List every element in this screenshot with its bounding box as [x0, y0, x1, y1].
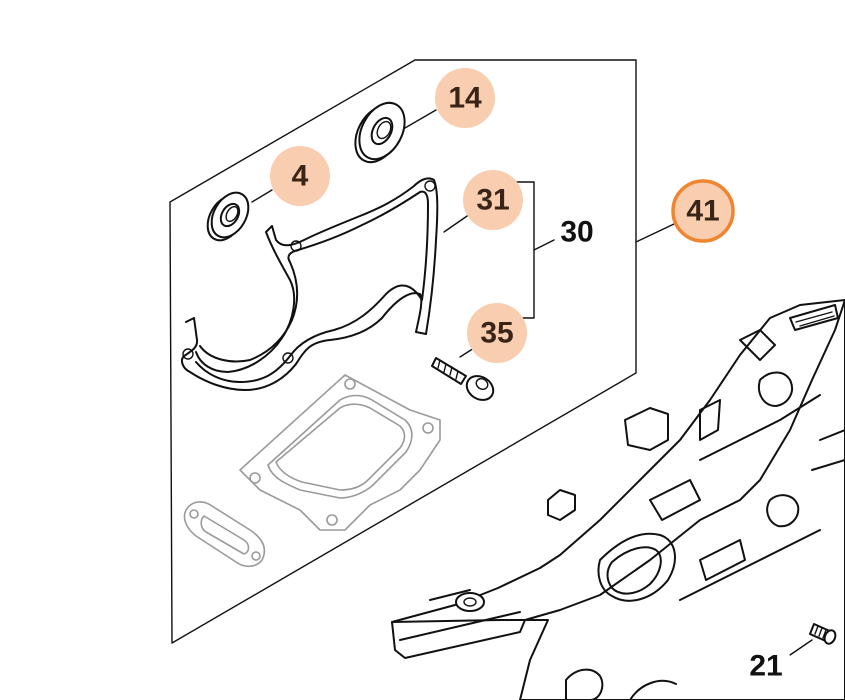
part-4-oil-seal[interactable] — [200, 186, 256, 247]
leader-31 — [443, 213, 471, 233]
callout-35[interactable]: 35 — [467, 303, 527, 363]
callout-30-label: 30 — [560, 216, 593, 249]
part-31-gasket[interactable] — [181, 177, 439, 391]
callout-30[interactable]: 30 — [560, 216, 593, 249]
part-21-pin[interactable] — [809, 623, 837, 645]
leader-30 — [533, 239, 555, 251]
callout-31[interactable]: 31 — [463, 170, 523, 230]
callout-21-label: 21 — [749, 650, 782, 683]
leader-4 — [251, 189, 273, 203]
exhaust-gasket-grey — [183, 501, 266, 568]
leader-35 — [459, 347, 475, 358]
callout-41-selected[interactable]: 41 — [671, 179, 735, 243]
callout-41-label: 41 — [686, 195, 719, 228]
callout-4-label: 4 — [292, 160, 309, 193]
callout-4[interactable]: 4 — [270, 146, 330, 206]
cylinder-gasket-grey — [239, 374, 441, 531]
part-14-oil-seal[interactable] — [346, 95, 413, 170]
callout-31-label: 31 — [476, 184, 509, 217]
leader-14 — [404, 109, 437, 129]
crankcase-housing[interactable] — [391, 299, 845, 700]
kit-box-outline — [169, 59, 637, 644]
callout-14-label: 14 — [448, 82, 482, 115]
part-35-screw[interactable] — [431, 357, 498, 405]
leader-21 — [789, 639, 813, 656]
callout-14[interactable]: 14 — [435, 68, 495, 128]
callout-35-label: 35 — [480, 317, 513, 350]
callout-21[interactable]: 21 — [740, 640, 792, 692]
leader-41 — [635, 223, 675, 243]
